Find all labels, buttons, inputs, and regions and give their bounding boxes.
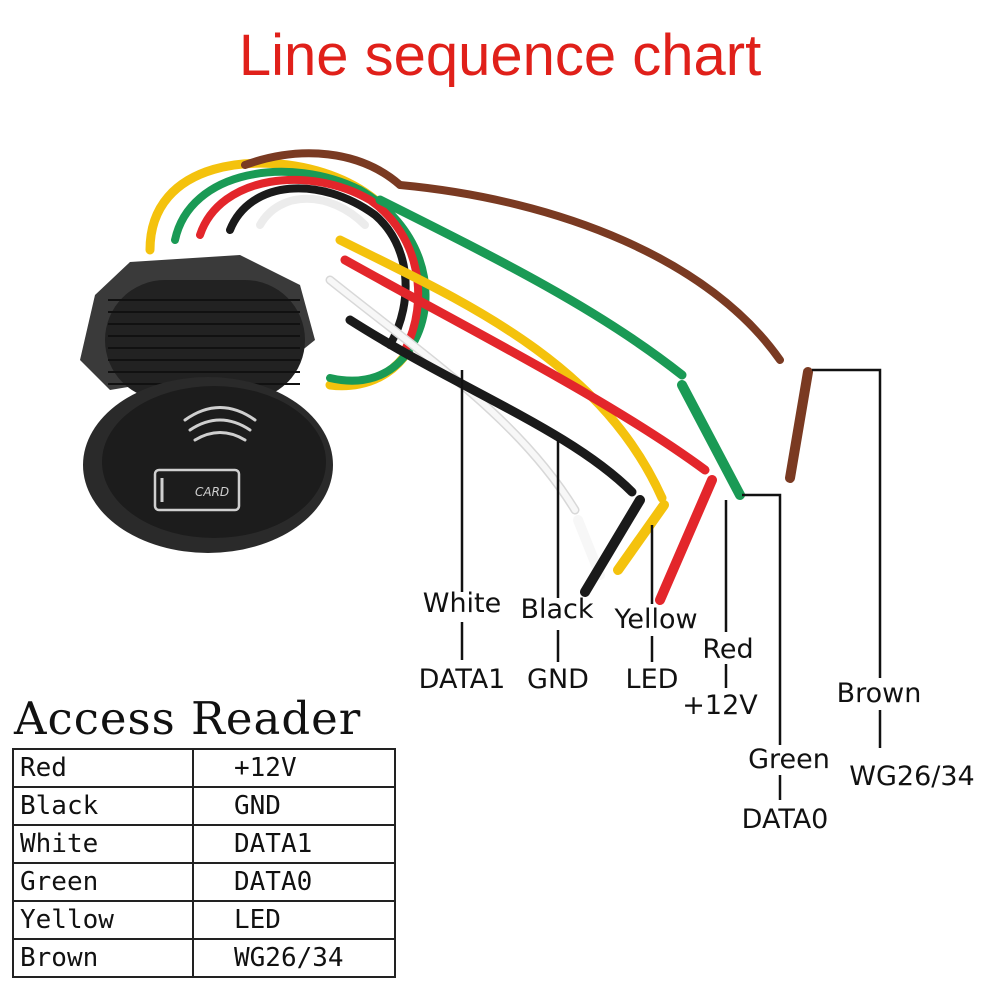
wire-brown (396, 181, 784, 364)
wire-signal-red: +12V (682, 690, 758, 721)
table-cell-color: Yellow (12, 900, 194, 940)
wire-label-green: Green (748, 744, 830, 775)
table-cell-signal: +12V (192, 748, 396, 788)
table-title: Access Reader (14, 692, 362, 745)
rfid-wave-icon (183, 406, 257, 442)
table-row: White DATA1 (12, 824, 396, 864)
wire-label-brown: Brown (836, 678, 922, 709)
table-row: Brown WG26/34 (12, 938, 396, 978)
wire-green (375, 195, 687, 380)
table-cell-color: Brown (12, 938, 194, 978)
wire-label-red: Red (702, 634, 754, 665)
wire-red (340, 255, 710, 475)
wire-signal-white: DATA1 (418, 664, 506, 695)
table-row: Yellow LED (12, 900, 396, 940)
device-face-label: CARD (195, 485, 229, 499)
wire-label-yellow: Yellow (614, 604, 698, 635)
wire-label-black: Black (520, 594, 594, 625)
wire-yellow (335, 235, 667, 503)
wire-bundle (145, 149, 430, 391)
table-cell-signal: LED (192, 900, 396, 940)
page-title: Line sequence chart (238, 23, 762, 88)
table-row: Green DATA0 (12, 862, 396, 902)
wiring-table: Red +12V Black GND White DATA1 Green DAT… (12, 748, 396, 978)
wire-signal-black: GND (527, 664, 589, 695)
wire-signal-yellow: LED (625, 664, 679, 695)
table-row: Black GND (12, 786, 396, 826)
reader-device: CARD (80, 255, 333, 553)
table-cell-signal: DATA0 (192, 862, 396, 902)
wire-signal-green: DATA0 (741, 804, 829, 835)
table-cell-signal: DATA1 (192, 824, 396, 864)
table-row: Red +12V (12, 748, 396, 788)
wire-black (345, 315, 637, 497)
card-icon (153, 468, 241, 512)
table-cell-color: Red (12, 748, 194, 788)
table-cell-signal: GND (192, 786, 396, 826)
table-cell-signal: WG26/34 (192, 938, 396, 978)
table-cell-color: Green (12, 862, 194, 902)
table-cell-color: Black (12, 786, 194, 826)
wire-label-white: White (422, 588, 502, 619)
leader-lines (460, 368, 882, 800)
table-cell-color: White (12, 824, 194, 864)
wire-signal-brown: WG26/34 (849, 761, 975, 792)
